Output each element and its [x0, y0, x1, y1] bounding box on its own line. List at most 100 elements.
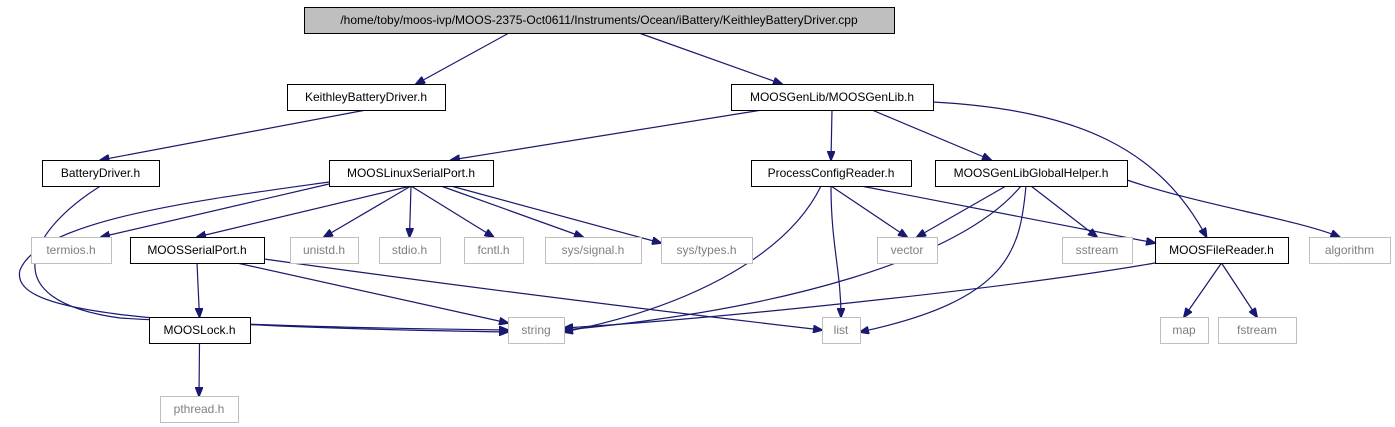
node-sstream: sstream: [1062, 237, 1133, 264]
node-algorithm: algorithm: [1309, 237, 1391, 264]
node-root[interactable]: /home/toby/moos-ivp/MOOS-2375-Oct0611/In…: [304, 7, 895, 34]
edge-processconfig-to-vector: [830, 185, 907, 237]
edge-linuxserial-to-signal: [440, 185, 583, 237]
node-label-mooslock: MOOSLock.h: [163, 323, 235, 337]
edge-root-to-kbd_h: [416, 32, 510, 84]
node-globalhelper[interactable]: MOOSGenLibGlobalHelper.h: [935, 160, 1128, 187]
edge-serialport-to-mooslock: [197, 262, 200, 317]
node-box-vector: [877, 237, 938, 264]
edge-linuxserial-to-fcntl: [410, 185, 494, 237]
node-label-string: string: [521, 323, 550, 337]
edge-globalhelper-to-vector: [917, 185, 1007, 237]
node-box-globalhelper[interactable]: [935, 160, 1128, 187]
edge-processconfig-to-string: [564, 185, 822, 332]
node-box-algorithm: [1309, 237, 1391, 264]
nodes-layer: /home/toby/moos-ivp/MOOS-2375-Oct0611/In…: [31, 7, 1391, 423]
node-fstream: fstream: [1218, 317, 1297, 344]
node-label-types: sys/types.h: [676, 243, 736, 257]
edge-filereader-to-string: [564, 262, 1156, 328]
node-mooslock[interactable]: MOOSLock.h: [149, 317, 251, 344]
node-box-mooslock[interactable]: [149, 317, 251, 344]
node-moosgenlib[interactable]: MOOSGenLib/MOOSGenLib.h: [731, 84, 934, 111]
node-box-kbd_h[interactable]: [287, 84, 446, 111]
edge-moosgenlib-to-processconfig: [831, 109, 832, 160]
node-label-signal: sys/signal.h: [562, 243, 625, 257]
node-map: map: [1160, 317, 1209, 344]
node-label-stdio: stdio.h: [392, 243, 427, 257]
node-box-pthread: [160, 396, 239, 423]
node-label-moosgenlib: MOOSGenLib/MOOSGenLib.h: [750, 90, 914, 104]
node-box-filereader[interactable]: [1155, 237, 1289, 264]
node-box-moosgenlib[interactable]: [731, 84, 934, 111]
edge-mooslock-to-pthread: [199, 342, 200, 396]
node-label-vector: vector: [891, 243, 924, 257]
node-box-fcntl: [464, 237, 524, 264]
node-box-list: [822, 317, 861, 344]
node-label-kbd_h: KeithleyBatteryDriver.h: [305, 90, 427, 104]
edge-linuxserial-to-termios: [101, 183, 330, 237]
node-label-fcntl: fcntl.h: [477, 243, 509, 257]
node-label-batterydriver: BatteryDriver.h: [61, 166, 140, 180]
edge-filereader-to-fstream: [1220, 262, 1258, 317]
node-processconfig[interactable]: ProcessConfigReader.h: [751, 160, 912, 187]
edge-globalhelper-to-algorithm: [1126, 179, 1340, 237]
node-list: list: [822, 317, 861, 344]
edge-linuxserial-to-stdio: [410, 185, 412, 237]
node-filereader[interactable]: MOOSFileReader.h: [1155, 237, 1289, 264]
node-label-processconfig: ProcessConfigReader.h: [768, 166, 895, 180]
node-fcntl: fcntl.h: [464, 237, 524, 264]
node-box-termios: [31, 237, 112, 264]
node-label-root: /home/toby/moos-ivp/MOOS-2375-Oct0611/In…: [340, 13, 858, 27]
node-box-stdio: [379, 237, 441, 264]
node-label-fstream: fstream: [1237, 323, 1277, 337]
node-label-globalhelper: MOOSGenLibGlobalHelper.h: [954, 166, 1109, 180]
node-label-filereader: MOOSFileReader.h: [1169, 243, 1274, 257]
node-label-pthread: pthread.h: [174, 402, 225, 416]
node-signal: sys/signal.h: [545, 237, 642, 264]
node-label-list: list: [834, 323, 849, 337]
node-box-root[interactable]: [304, 7, 895, 34]
node-label-map: map: [1172, 323, 1196, 337]
edge-globalhelper-to-string: [564, 185, 1022, 330]
node-label-termios: termios.h: [46, 243, 95, 257]
node-pthread: pthread.h: [160, 396, 239, 423]
edge-moosgenlib-to-filereader: [932, 101, 1207, 237]
edge-batterydriver-to-string: [34, 185, 508, 330]
node-batterydriver[interactable]: BatteryDriver.h: [42, 160, 160, 187]
node-label-sstream: sstream: [1076, 243, 1119, 257]
node-stdio: stdio.h: [379, 237, 441, 264]
edge-globalhelper-to-sstream: [1030, 185, 1097, 237]
edges-layer: [18, 32, 1340, 396]
node-box-map: [1160, 317, 1209, 344]
edge-linuxserial-to-unistd: [324, 185, 412, 237]
edge-moosgenlib-to-linuxserial: [451, 109, 763, 160]
node-label-linuxserial: MOOSLinuxSerialPort.h: [347, 166, 475, 180]
node-termios: termios.h: [31, 237, 112, 264]
node-kbd_h[interactable]: KeithleyBatteryDriver.h: [287, 84, 446, 111]
edge-kbd_h-to-batterydriver: [101, 109, 367, 160]
node-box-signal: [545, 237, 642, 264]
node-box-batterydriver[interactable]: [42, 160, 160, 187]
node-box-unistd: [290, 237, 359, 264]
node-box-types: [661, 237, 753, 264]
node-box-serialport[interactable]: [130, 237, 265, 264]
node-label-unistd: unistd.h: [303, 243, 345, 257]
edge-linuxserial-to-serialport: [197, 185, 412, 237]
edge-processconfig-to-filereader: [860, 185, 1155, 243]
node-linuxserial[interactable]: MOOSLinuxSerialPort.h: [329, 160, 494, 187]
node-label-algorithm: algorithm: [1325, 243, 1374, 257]
node-box-processconfig[interactable]: [751, 160, 912, 187]
node-box-linuxserial[interactable]: [329, 160, 494, 187]
node-label-serialport: MOOSSerialPort.h: [147, 243, 246, 257]
node-string: string: [508, 317, 565, 344]
node-unistd: unistd.h: [290, 237, 359, 264]
node-vector: vector: [877, 237, 938, 264]
edge-moosgenlib-to-globalhelper: [871, 109, 991, 160]
node-box-sstream: [1062, 237, 1133, 264]
node-types: sys/types.h: [661, 237, 753, 264]
node-box-fstream: [1218, 317, 1297, 344]
node-serialport[interactable]: MOOSSerialPort.h: [130, 237, 265, 264]
edge-processconfig-to-list: [830, 185, 841, 317]
edge-filereader-to-map: [1184, 262, 1222, 317]
